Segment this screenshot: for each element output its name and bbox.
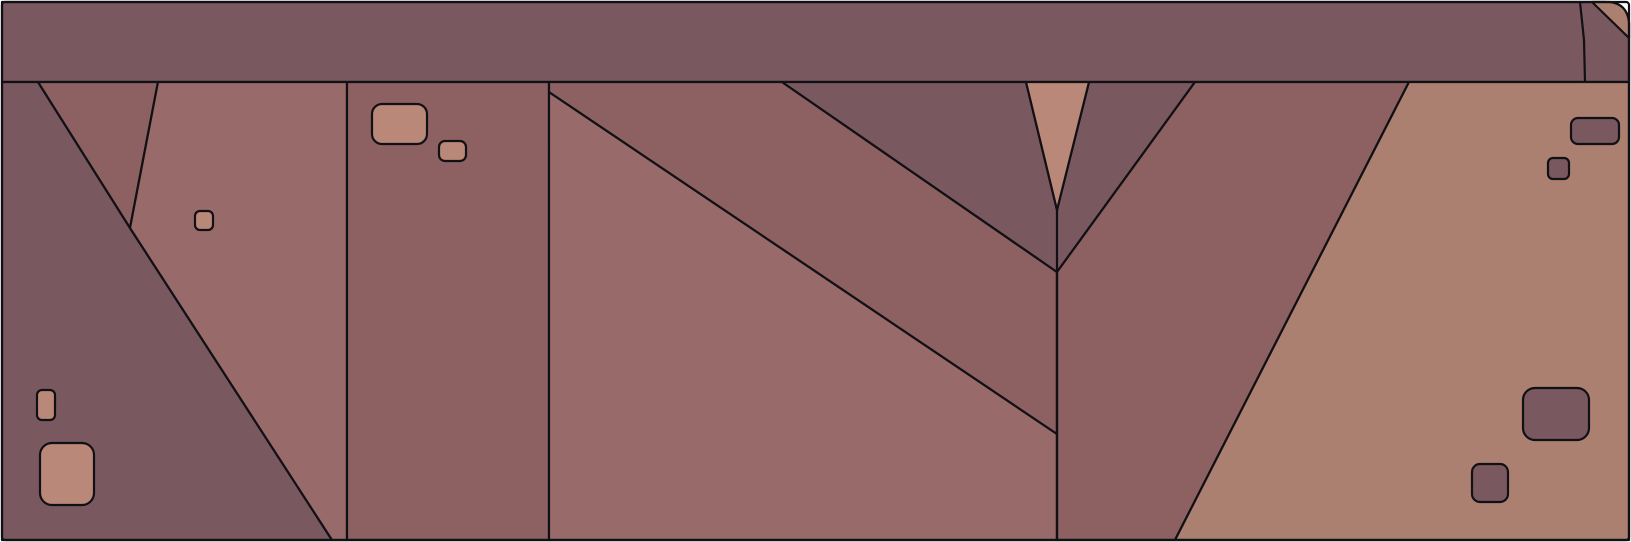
pebble-small-left: [35, 388, 57, 422]
pebble-dark-small-right: [1470, 462, 1510, 504]
ledge-corner-crack: [1578, 0, 1587, 84]
pebble-large-left: [38, 441, 96, 507]
top-ledge: [0, 0, 1631, 84]
pebble-dark-top-right: [1569, 116, 1621, 146]
pebble-dark-large-right: [1521, 386, 1591, 442]
pebble-tiny-left: [193, 209, 215, 232]
pebble-large-top: [370, 102, 429, 146]
pebble-dark-tiny-right: [1546, 156, 1571, 181]
pebble-small-top: [437, 139, 468, 163]
center-highlight-spike: [1024, 80, 1091, 212]
